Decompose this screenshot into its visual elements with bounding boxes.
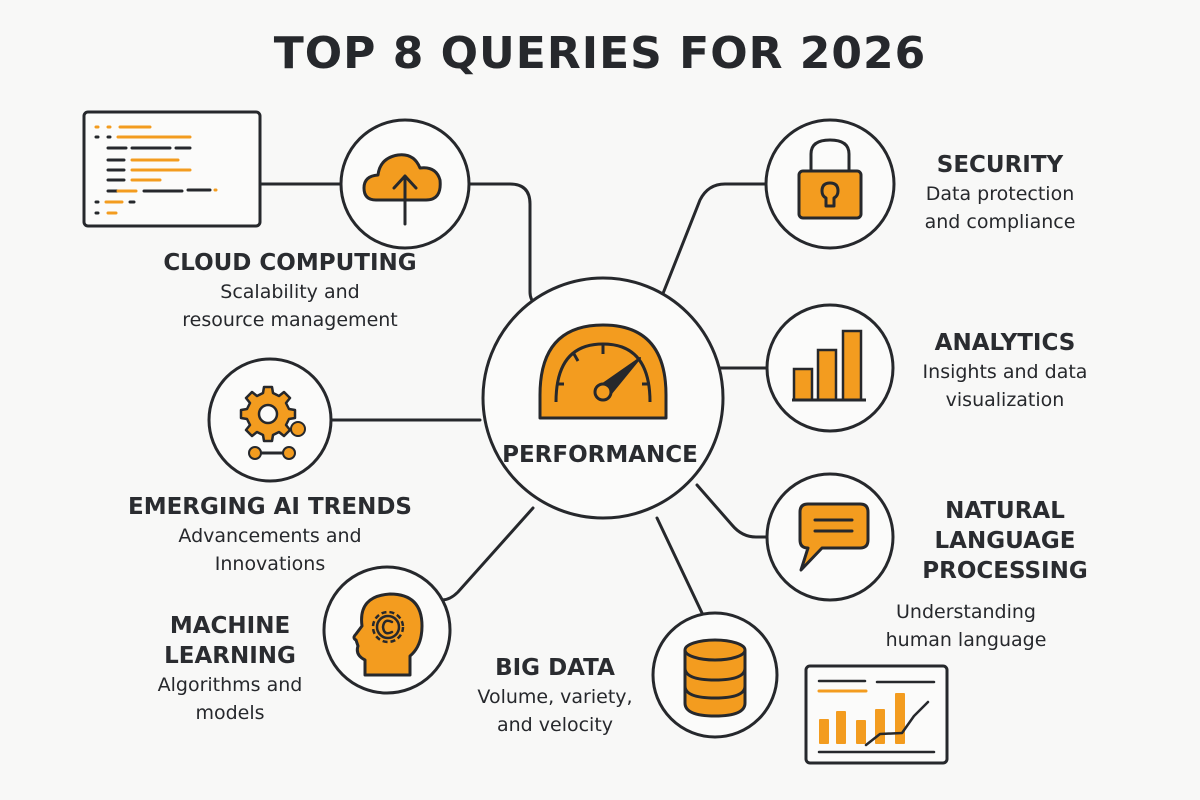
label-emerging-ai-trends: EMERGING AI TRENDS Advancements and Inno… [110,492,430,578]
padlock-icon [797,138,863,220]
page-title: TOP 8 QUERIES FOR 2026 [273,28,927,79]
node-subtitle: Volume, variety, and velocity [477,686,633,736]
connector-cloud-center [468,182,538,307]
node-big-data[interactable] [651,611,779,739]
node-title: ANALYTICS [934,330,1076,356]
node-title: SECURITY [936,152,1064,178]
node-subtitle: Understanding human language [885,601,1047,651]
code-editor-icon [82,110,262,228]
node-machine-learning[interactable] [322,565,452,695]
bar-chart-icon [792,329,866,402]
center-node-performance[interactable] [481,276,725,520]
node-cloud-computing[interactable] [339,118,471,250]
node-emerging-ai-trends[interactable] [207,357,333,483]
node-title: EMERGING AI TRENDS [128,494,412,520]
connector-security-center [660,182,767,298]
connector-ml-center [440,506,535,602]
node-title: CLOUD COMPUTING [163,250,417,276]
center-label-performance: PERFORMANCE [502,442,698,468]
node-analytics[interactable] [765,303,895,433]
node-title: NATURAL LANGUAGE PROCESSING [922,498,1088,584]
node-title: BIG DATA [495,655,615,681]
dashboard-chart-icon [804,664,949,765]
speech-bubble-icon [798,502,870,572]
speedometer-icon [538,323,668,420]
node-subtitle: Algorithms and models [157,674,303,724]
node-natural-language-processing[interactable] [765,472,895,602]
node-subtitle: Data protection and compliance [924,183,1076,233]
connector-bigdata-center [655,516,704,615]
node-security[interactable] [764,118,896,250]
node-subtitle: Advancements and Innovations [178,525,362,575]
label-nlp-subtitle: Understanding human language [856,598,1076,654]
label-cloud-computing: CLOUD COMPUTING Scalability and resource… [140,248,440,334]
brain-gear-icon [352,592,424,677]
label-security: SECURITY Data protection and compliance [895,150,1105,236]
node-subtitle: Scalability and resource management [182,281,398,331]
label-natural-language-processing: NATURAL LANGUAGE PROCESSING [900,496,1110,586]
node-title: MACHINE LEARNING [164,613,296,669]
cloud-upload-icon [362,153,442,226]
database-icon [683,638,747,718]
label-big-data: BIG DATA Volume, variety, and velocity [455,653,655,739]
label-machine-learning: MACHINE LEARNING Algorithms and models [140,611,320,727]
node-subtitle: Insights and data visualization [922,361,1088,411]
gear-network-icon [239,385,306,460]
connector-nlp-center [695,483,768,539]
label-analytics: ANALYTICS Insights and data visualizatio… [900,328,1110,414]
